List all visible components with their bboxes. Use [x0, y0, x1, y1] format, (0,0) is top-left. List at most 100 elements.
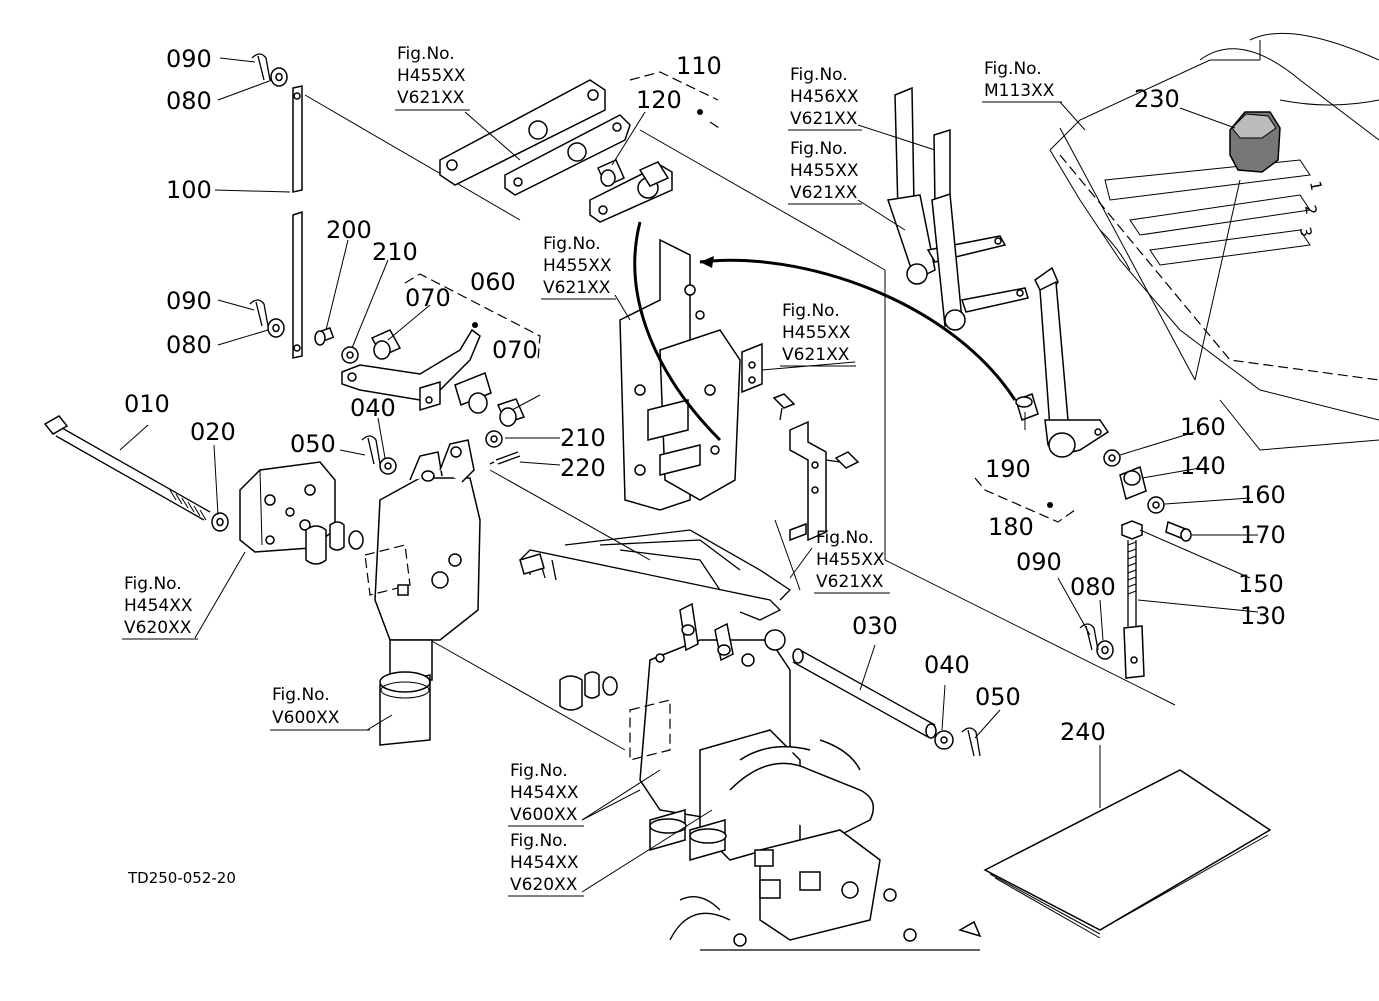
- snap-pin-050-right: [961, 727, 981, 757]
- part-label: 090: [166, 287, 212, 315]
- part-label: 230: [1134, 85, 1180, 113]
- pin-200: [314, 326, 335, 346]
- lever-upper-right: [887, 86, 1029, 331]
- fig-code: H454XX: [124, 596, 193, 616]
- collar-070-right: [496, 398, 526, 427]
- gear-mark: 1: [1306, 180, 1325, 193]
- fig-label: Fig.No.: [790, 139, 848, 159]
- part-label: 090: [166, 45, 212, 73]
- knob-230: [1229, 111, 1281, 173]
- fig-code: H455XX: [543, 256, 612, 276]
- fig-code: V621XX: [543, 278, 611, 298]
- control-valve-center: [559, 602, 801, 861]
- fig-code: H456XX: [790, 87, 859, 107]
- cotter-pin-220: [489, 451, 521, 465]
- part-label: 160: [1180, 413, 1226, 441]
- fig-code: V620XX: [510, 875, 578, 895]
- part-label: 060: [470, 268, 516, 296]
- part-label: 080: [166, 87, 212, 115]
- figure-ref-f11: Fig.No. H454XX V620XX: [508, 831, 584, 897]
- snap-pin-090-right: [1079, 623, 1099, 651]
- part-label: 240: [1060, 718, 1106, 746]
- upper-link-assembly: [439, 79, 631, 196]
- fig-code: V621XX: [782, 345, 850, 365]
- washer-020: [211, 512, 229, 532]
- part-label: 210: [372, 238, 418, 266]
- rod-130: [1123, 540, 1145, 679]
- link-rod-100: [292, 85, 303, 359]
- washer-080-right: [1096, 640, 1114, 660]
- fig-code: V621XX: [790, 183, 858, 203]
- link-plate-110: [589, 161, 673, 223]
- gear-mark: 3: [1296, 226, 1315, 239]
- figure-ref-f1: Fig.No. H455XX V621XX: [395, 44, 470, 111]
- fig-label: Fig.No.: [510, 831, 568, 851]
- part-label: 050: [290, 430, 336, 458]
- fig-label: Fig.No.: [124, 574, 182, 594]
- part-label: 110: [676, 52, 722, 80]
- snap-pin-050-left: [361, 435, 381, 465]
- gear-mark: 2: [1301, 204, 1320, 217]
- fig-label: Fig.No.: [816, 528, 874, 548]
- fig-label: Fig.No.: [397, 44, 455, 64]
- figure-ref-f10: Fig.No. H454XX V600XX: [508, 761, 584, 827]
- figure-ref-f5: Fig.No. H455XX V621XX: [541, 234, 616, 300]
- figure-ref-leaders: [194, 101, 1086, 893]
- collar-070-left: [370, 329, 402, 360]
- part-label: 020: [190, 418, 236, 446]
- fig-code: V600XX: [510, 805, 578, 825]
- figure-ref-f7: Fig.No. H455XX V621XX: [814, 528, 890, 594]
- bolt-010: [43, 415, 211, 521]
- fig-label: Fig.No.: [543, 234, 601, 254]
- fig-code: H454XX: [510, 853, 579, 873]
- hydraulic-block: [669, 739, 982, 951]
- part-label: 220: [560, 454, 606, 482]
- fig-label: Fig.No.: [782, 301, 840, 321]
- control-valve-left: [305, 439, 481, 746]
- operators-manual-240: [983, 769, 1272, 939]
- part-label: 180: [988, 513, 1034, 541]
- part-label: 200: [326, 216, 372, 244]
- fig-code: V600XX: [272, 708, 340, 728]
- leader-lines: [119, 57, 1259, 808]
- part-label: 150: [1238, 570, 1284, 598]
- shaft-030: [792, 648, 937, 739]
- lever-guide-frame: [519, 529, 792, 621]
- callout-group-060: [404, 273, 541, 361]
- figure-ref-f6: Fig.No. H455XX V621XX: [780, 301, 856, 367]
- fig-label: Fig.No.: [984, 59, 1042, 79]
- snap-pin-090-mid: [249, 299, 269, 327]
- fig-label: Fig.No.: [790, 65, 848, 85]
- fig-label: Fig.No.: [272, 685, 330, 705]
- part-label: 130: [1240, 602, 1286, 630]
- joint-140: [1119, 465, 1147, 501]
- fig-code: M113XX: [984, 81, 1055, 101]
- fig-label: Fig.No.: [510, 761, 568, 781]
- part-label: 190: [985, 455, 1031, 483]
- part-label: 040: [924, 651, 970, 679]
- part-label: 030: [852, 612, 898, 640]
- figure-ref-f3: Fig.No. H455XX V621XX: [788, 139, 862, 205]
- part-label: 050: [975, 683, 1021, 711]
- part-label: 140: [1180, 452, 1226, 480]
- figure-ref-f8: Fig.No. H454XX V620XX: [122, 574, 198, 640]
- control-cable: [633, 221, 1017, 442]
- part-label: 100: [166, 176, 212, 204]
- bracket-small-upper: [741, 342, 796, 421]
- fig-code: H455XX: [816, 550, 885, 570]
- lever-guide-panel: [1049, 32, 1379, 451]
- snap-pin-090-top: [251, 53, 271, 81]
- part-label: 210: [560, 424, 606, 452]
- washer-040-left: [379, 457, 397, 475]
- support-bracket-center: [619, 238, 741, 511]
- part-label: 070: [405, 284, 451, 312]
- figure-ref-f2: Fig.No. H456XX V621XX: [788, 65, 862, 131]
- washer-210-left: [341, 346, 359, 364]
- part-label: 090: [1016, 548, 1062, 576]
- collar-190: [1015, 393, 1039, 421]
- part-label: 170: [1240, 521, 1286, 549]
- part-number-labels: 090 080 100 090 080 200 210 070 060 070 …: [124, 45, 1286, 746]
- washer-080-mid: [267, 318, 285, 338]
- part-label: 080: [166, 331, 212, 359]
- part-label: 010: [124, 390, 170, 418]
